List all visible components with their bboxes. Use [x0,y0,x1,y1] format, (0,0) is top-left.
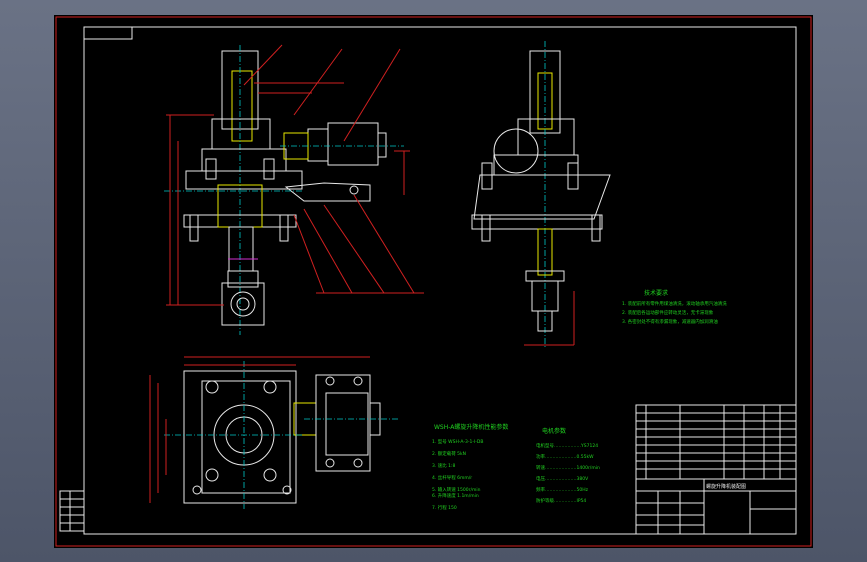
motor-item: 功率…………………0.55kW [536,453,594,460]
spec-item: 1. 型号 WSH-A-3-1-I-DB [432,438,483,445]
spec-item: 6. 升降速度 1.1m/min [432,492,479,499]
drawing-sheet: 技术要求 1. 装配前所有零件用煤油清洗，滚动轴承用汽油清洗 2. 装配后各运动… [54,15,813,548]
tech-requirement-line: 2. 装配后各运动部件应转动灵活，无卡滞现象 [622,309,714,316]
tech-requirements-title: 技术要求 [644,289,668,297]
sheet-border-outer [55,16,812,547]
side-view [471,41,611,347]
motor-item: 防护等级……………IP54 [536,497,586,504]
spec-table: WSH-A螺旋升降机性能参数 1. 型号 WSH-A-3-1-I-DB 2. 额… [432,423,508,511]
drawing-number-box [83,26,133,40]
title-block: 螺旋升降机装配图 [635,478,797,535]
motor-item: 电压…………………380V [536,475,589,482]
spec-item: 2. 额定载荷 5kN [432,450,466,457]
assembly-drawing: 技术要求 1. 装配前所有零件用煤油清洗，滚动轴承用汽油清洗 2. 装配后各运动… [55,16,812,547]
revision-box [59,490,85,532]
parts-list [635,404,797,480]
drawing-title: 螺旋升降机装配图 [706,483,746,490]
spec-item: 3. 速比 1:8 [432,462,456,469]
tech-requirements: 技术要求 1. 装配前所有零件用煤油清洗，滚动轴承用汽油清洗 2. 装配后各运动… [622,289,727,325]
spec-table-title: WSH-A螺旋升降机性能参数 [434,423,508,431]
spec-item: 7. 行程 150 [432,504,457,511]
tech-requirement-line: 3. 各密封处不得有渗漏现象，减速器内加润滑油 [622,318,718,325]
motor-item: 频率…………………50Hz [536,486,589,493]
tech-requirement-line: 1. 装配前所有零件用煤油清洗，滚动轴承用汽油清洗 [622,300,727,307]
spec-item: 5. 输入转速 1500r/min [432,486,481,493]
sheet-border-inner [83,26,797,535]
front-view [164,44,424,335]
motor-table-title: 电机参数 [542,427,566,435]
top-view [149,356,400,509]
motor-table: 电机参数 电机型号………………YS7124 功率…………………0.55kW 转速… [536,427,600,504]
motor-item: 电机型号………………YS7124 [536,442,598,449]
motor-item: 转速…………………1400r/min [536,464,600,471]
spec-item: 4. 丝杆导程 6mm/r [432,474,472,481]
